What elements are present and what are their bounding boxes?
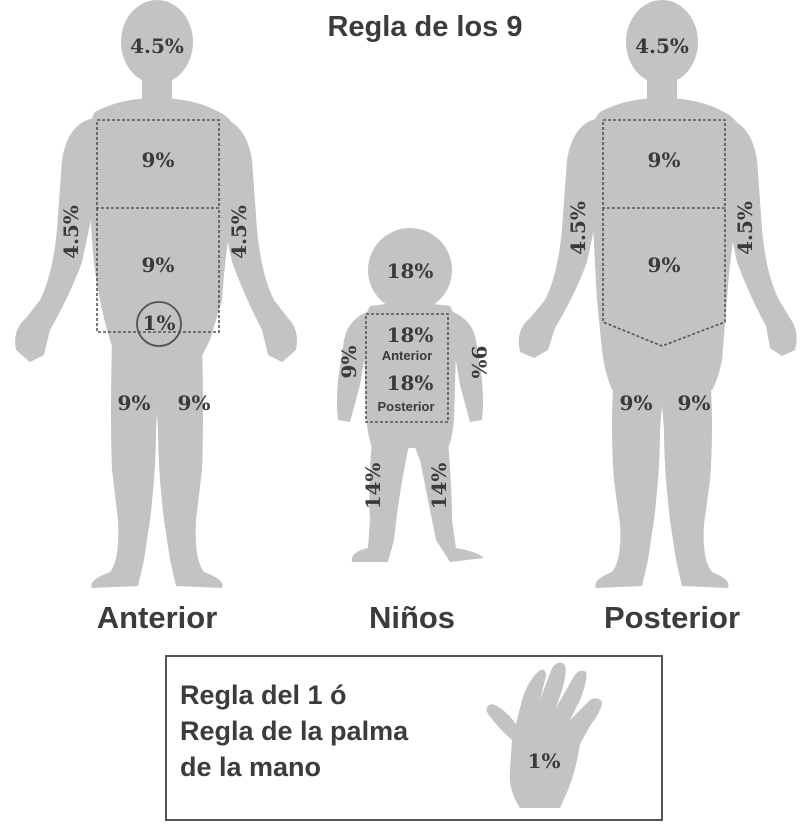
- anterior-right-arm-pct: 4.5%: [227, 205, 251, 259]
- child-torso: [363, 303, 457, 448]
- posterior-figure: [518, 0, 797, 588]
- posterior-left-leg: [595, 370, 664, 588]
- anterior-left-leg: [91, 340, 160, 588]
- anterior-figure: [15, 0, 297, 588]
- anterior-chest-zone: [96, 119, 220, 209]
- anterior-right-leg-pct: 9%: [178, 391, 211, 415]
- genital-circle: [136, 301, 182, 347]
- child-head-pct: 18%: [387, 259, 434, 283]
- anterior-left-arm-pct: 4.5%: [59, 205, 83, 259]
- posterior-torso: [590, 98, 743, 390]
- child-right-arm-pct: 9%: [467, 346, 491, 379]
- posterior-lower-back-zone: [602, 208, 726, 347]
- child-trunk-back-pct: 18%: [387, 371, 434, 395]
- posterior-right-leg-pct: 9%: [678, 391, 711, 415]
- diagram-title: Regla de los 9: [327, 11, 522, 43]
- posterior-left-leg-pct: 9%: [620, 391, 653, 415]
- caption-ninos: Niños: [369, 600, 455, 635]
- palm-rule-line3: de la mano: [180, 752, 322, 782]
- child-figure: [337, 228, 484, 562]
- child-right-leg-pct: 14%: [427, 463, 451, 510]
- palm-rule-text: Regla del 1 ó Regla de la palma de la ma…: [180, 677, 408, 785]
- anterior-abdomen-pct: 9%: [142, 253, 175, 277]
- anterior-right-arm: [219, 118, 297, 362]
- hand-icon: [486, 662, 602, 808]
- posterior-left-arm-pct: 4.5%: [566, 201, 590, 255]
- anterior-head-pct: 4.5%: [130, 34, 184, 58]
- posterior-right-leg: [660, 370, 729, 588]
- child-left-leg-pct: 14%: [361, 463, 385, 510]
- posterior-head-pct: 4.5%: [635, 34, 689, 58]
- child-trunk-back-label: Posterior: [377, 399, 434, 414]
- child-head: [368, 228, 452, 312]
- palm-rule-line2: Regla de la palma: [180, 716, 409, 746]
- anterior-left-leg-pct: 9%: [118, 391, 151, 415]
- anterior-right-leg: [154, 340, 223, 588]
- posterior-head: [626, 0, 698, 84]
- anterior-head: [121, 0, 193, 84]
- caption-posterior: Posterior: [604, 600, 740, 635]
- palm-rule-line1: Regla del 1 ó: [180, 680, 347, 710]
- palm-pct: 1%: [528, 749, 561, 773]
- child-right-arm: [448, 310, 483, 422]
- palm-rule-box: [165, 655, 663, 821]
- child-trunk-zone: [365, 313, 449, 423]
- posterior-left-arm: [518, 118, 600, 358]
- anterior-left-arm: [15, 118, 95, 362]
- child-left-leg: [351, 440, 410, 562]
- anterior-torso: [87, 98, 239, 372]
- anterior-genitals-pct: 1%: [143, 311, 176, 335]
- posterior-upper-back-zone: [602, 119, 726, 209]
- child-right-leg: [412, 440, 484, 562]
- caption-anterior: Anterior: [97, 600, 218, 635]
- anterior-chest-pct: 9%: [142, 148, 175, 172]
- child-trunk-front-label: Anterior: [382, 348, 433, 363]
- anterior-abdomen-zone: [96, 208, 220, 333]
- child-left-arm-pct: 9%: [337, 346, 361, 379]
- posterior-lower-back-pct: 9%: [648, 253, 681, 277]
- posterior-upper-back-pct: 9%: [648, 148, 681, 172]
- child-trunk-front-pct: 18%: [387, 323, 434, 347]
- posterior-right-arm-pct: 4.5%: [733, 201, 757, 255]
- child-left-arm: [337, 310, 372, 422]
- posterior-right-arm: [724, 118, 797, 356]
